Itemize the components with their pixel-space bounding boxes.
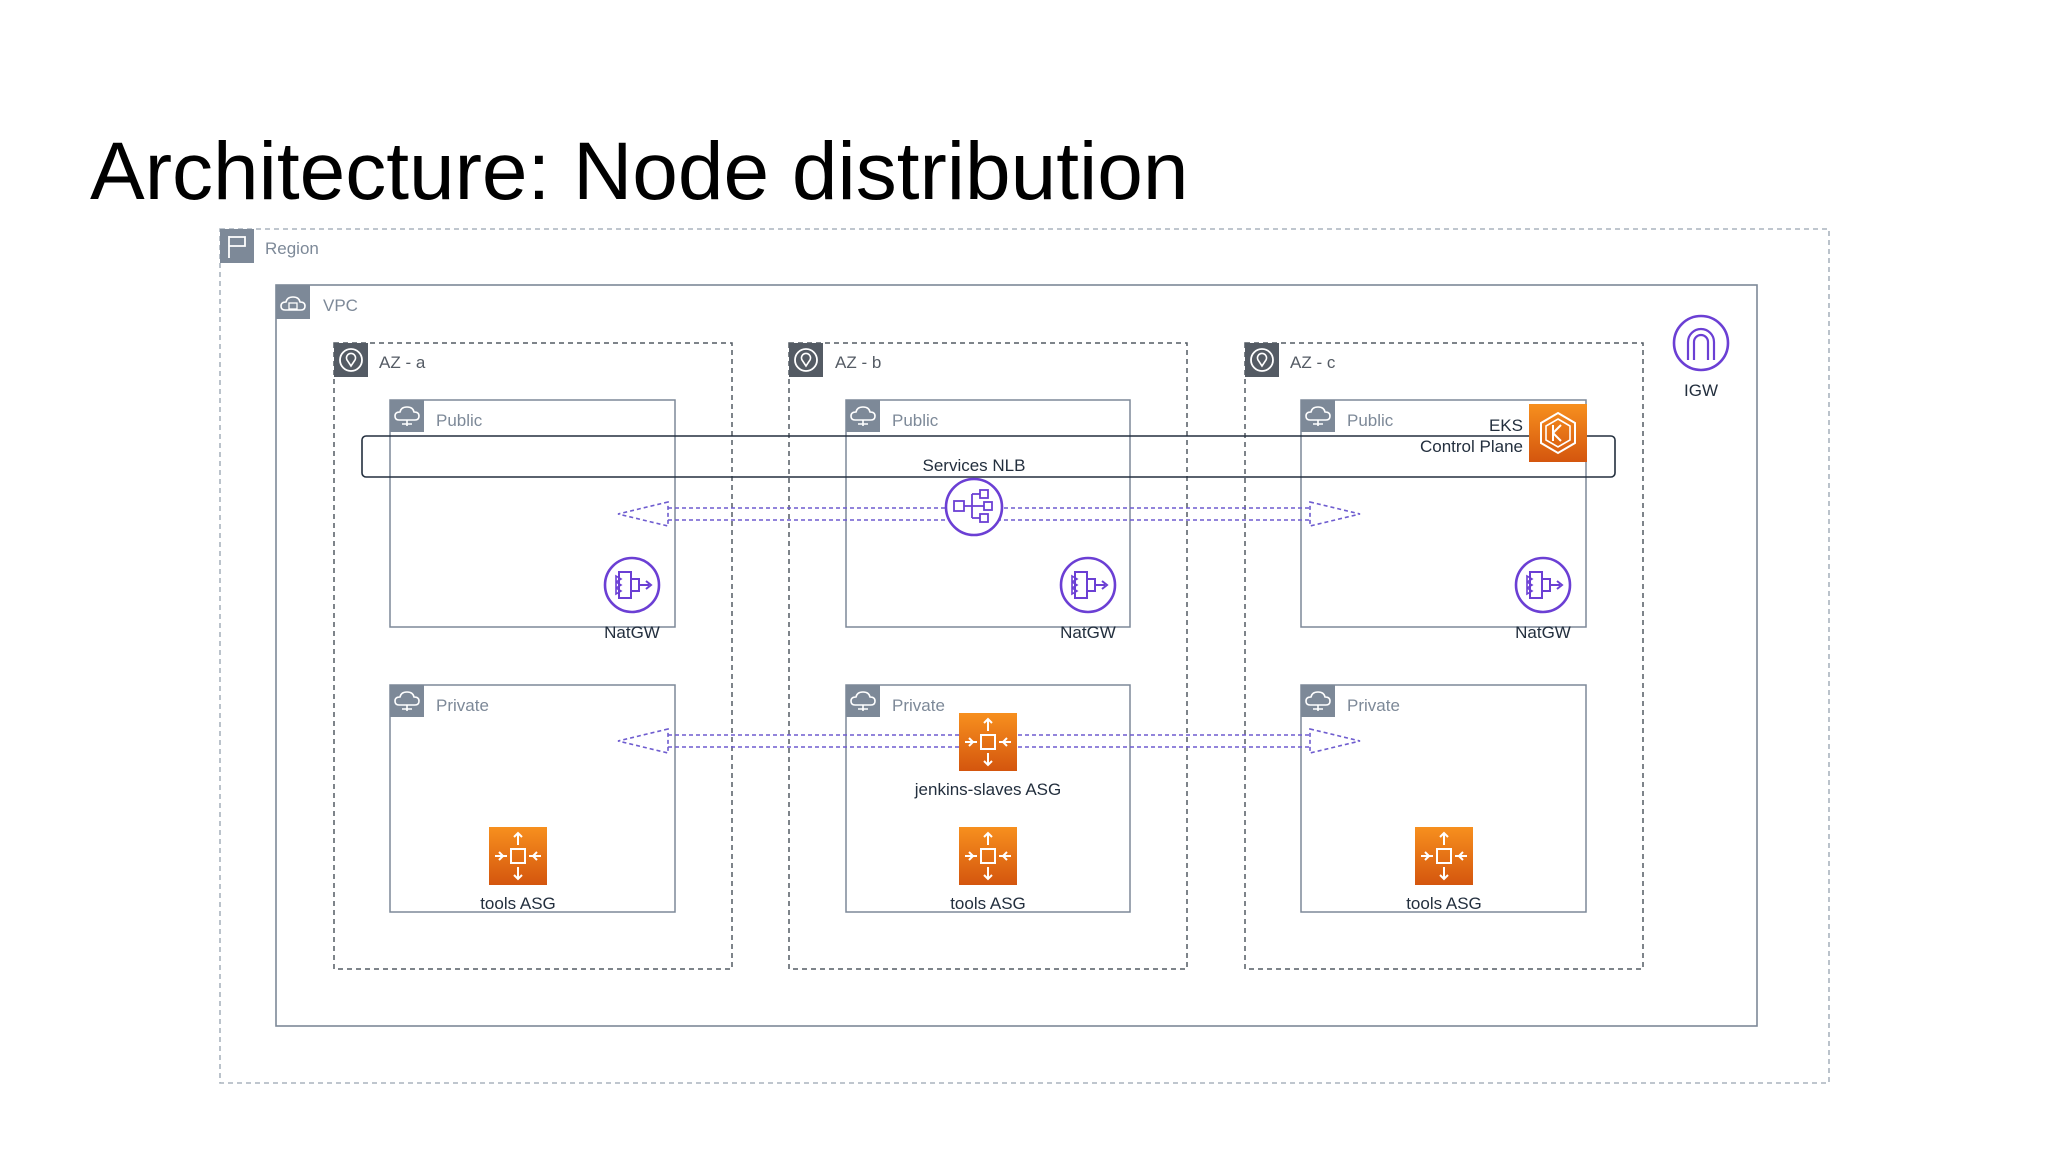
vpc-group: VPC <box>275 284 1758 1027</box>
nlb-span-arrow <box>617 500 1361 528</box>
nlb-label: Services NLB <box>923 456 1026 475</box>
az-b-natgw-label: NatGW <box>1060 623 1116 642</box>
internet-gateway: IGW <box>1672 314 1730 400</box>
slide-title: Architecture: Node distribution <box>90 126 1189 217</box>
az-a-private-subnet: Private tools ASG <box>389 684 676 913</box>
az-c-tools-label: tools ASG <box>1406 894 1482 913</box>
az-a-label: AZ - a <box>379 353 426 372</box>
az-c-public-label: Public <box>1347 411 1394 430</box>
az-b-private-subnet: Private tools ASG <box>845 684 1131 913</box>
cloud-subnet-icon <box>1300 684 1336 718</box>
az-b-private-label: Private <box>892 696 945 715</box>
vpc-label: VPC <box>323 296 358 315</box>
auto-scaling-icon <box>958 712 1018 772</box>
eks-icon <box>1529 404 1587 462</box>
az-c-private-subnet: Private tools ASG <box>1300 684 1587 913</box>
eks-label-line1: EKS <box>1489 416 1523 435</box>
nat-gateway-icon <box>1514 556 1572 614</box>
az-a-natgw-label: NatGW <box>604 623 660 642</box>
jenkins-span-arrow <box>617 727 1361 755</box>
location-pin-icon <box>333 342 369 378</box>
cloud-subnet-icon <box>389 399 425 433</box>
jenkins-slaves-asg: jenkins-slaves ASG <box>914 712 1061 799</box>
igw-label: IGW <box>1684 381 1718 400</box>
eks-label-line2: Control Plane <box>1420 437 1523 456</box>
az-a-tools-label: tools ASG <box>480 894 556 913</box>
internet-gateway-icon <box>1672 314 1730 372</box>
load-balancer-icon <box>944 477 1004 537</box>
auto-scaling-icon <box>1414 826 1474 886</box>
az-a-public-label: Public <box>436 411 483 430</box>
cloud-subnet-icon <box>1300 399 1336 433</box>
az-b-public-subnet: Public NatGW <box>845 399 1131 642</box>
location-pin-icon <box>788 342 824 378</box>
region-label: Region <box>265 239 319 258</box>
az-b-group: AZ - b Public NatGW Private tools ASG <box>788 342 1188 970</box>
az-c-group: AZ - c Public NatGW Private tools ASG <box>1244 342 1644 970</box>
az-c-public-subnet: Public NatGW <box>1300 399 1587 642</box>
auto-scaling-icon <box>488 826 548 886</box>
az-c-label: AZ - c <box>1290 353 1336 372</box>
az-c-natgw-label: NatGW <box>1515 623 1571 642</box>
region-group: Region <box>219 228 1830 1084</box>
az-b-tools-label: tools ASG <box>950 894 1026 913</box>
cloud-subnet-icon <box>845 684 881 718</box>
location-pin-icon <box>1244 342 1280 378</box>
az-c-private-label: Private <box>1347 696 1400 715</box>
jenkins-label: jenkins-slaves ASG <box>914 780 1061 799</box>
nat-gateway-icon <box>1059 556 1117 614</box>
auto-scaling-icon <box>958 826 1018 886</box>
services-nlb: Services NLB <box>361 435 1616 478</box>
cloud-subnet-icon <box>389 684 425 718</box>
cloud-lock-icon <box>276 285 310 319</box>
az-b-label: AZ - b <box>835 353 881 372</box>
nat-gateway-icon <box>603 556 661 614</box>
eks-control-plane: EKS Control Plane <box>1420 404 1587 462</box>
cloud-subnet-icon <box>845 399 881 433</box>
flag-icon <box>220 229 254 263</box>
az-b-public-label: Public <box>892 411 939 430</box>
az-a-private-label: Private <box>436 696 489 715</box>
az-a-group: AZ - a Public NatGW Private tools ASG <box>333 342 733 970</box>
az-a-public-subnet: Public NatGW <box>389 399 676 642</box>
